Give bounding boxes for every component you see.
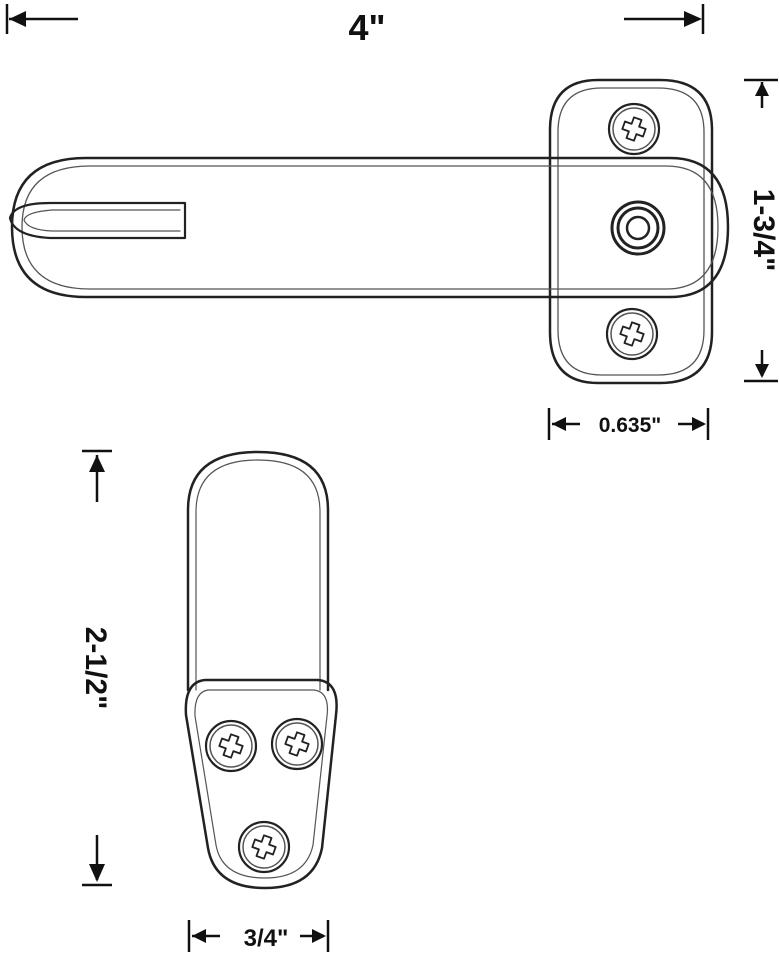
latch-width-label: 4" xyxy=(348,7,385,48)
latch-height-dimension: 1-3/4" xyxy=(744,78,779,383)
keeper-tongue xyxy=(186,450,330,692)
keeper-screw-left-icon xyxy=(204,719,258,773)
latch-arm xyxy=(10,156,730,299)
keeper-tongue-edge xyxy=(195,459,321,691)
latch-arm-edge xyxy=(21,165,719,290)
latch-arm-slot xyxy=(8,201,187,240)
keeper-height-dimension: 2-1/2" xyxy=(79,449,112,887)
keeper-width-label: 3/4" xyxy=(244,925,289,952)
keeper-screw-bottom-icon xyxy=(237,820,291,874)
latch-height-label: 1-3/4" xyxy=(747,189,779,272)
latch-width-dimension: 4" xyxy=(5,4,705,48)
plate-screw-bottom-icon xyxy=(605,307,659,361)
plate-depth-label: 0.635" xyxy=(599,414,662,437)
keeper-screw-right-icon xyxy=(270,717,324,771)
keeper-height-label: 2-1/2" xyxy=(79,627,112,710)
mounting-plate-edge xyxy=(557,87,705,376)
latch-arm-assembly xyxy=(8,78,730,385)
latch-arm-slot-inner xyxy=(23,209,181,232)
keeper-base-plate-edge xyxy=(194,689,329,879)
keeper-assembly xyxy=(184,450,338,890)
mounting-plate xyxy=(548,78,714,385)
plate-screw-top-icon xyxy=(607,102,661,156)
keeper-width-dimension: 3/4" xyxy=(187,920,330,952)
plate-depth-dimension: 0.635" xyxy=(547,408,710,440)
keeper-base-plate xyxy=(184,678,338,890)
pivot-rivet xyxy=(610,200,666,256)
